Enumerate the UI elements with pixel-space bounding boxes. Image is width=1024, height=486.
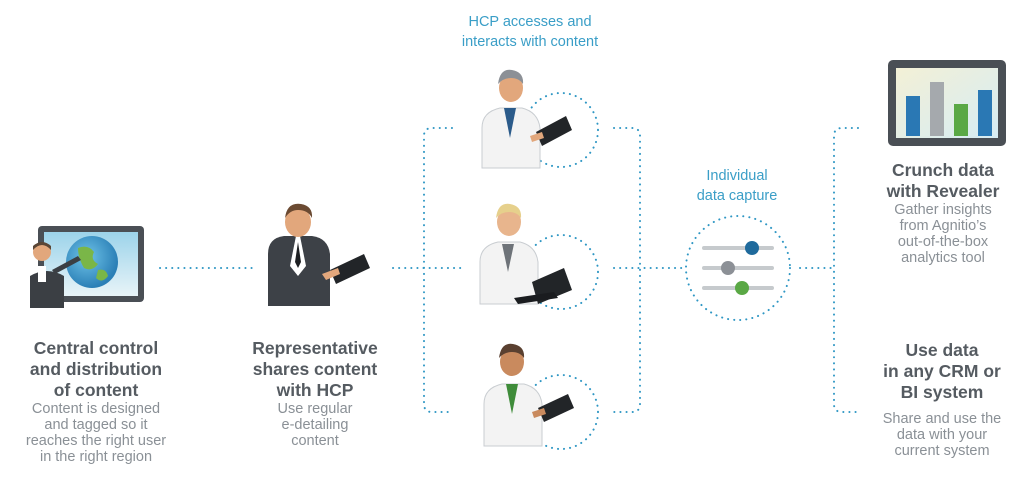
crm-body-line-1: Share and use the bbox=[882, 411, 1002, 427]
hcp-caption: HCP accesses and interacts with content bbox=[420, 12, 640, 52]
crm-body-line-2: data with your bbox=[896, 427, 988, 443]
hcp-doctor-icon-2 bbox=[479, 203, 572, 305]
representative-title: Representative shares content with HCP bbox=[230, 338, 400, 401]
central-body-line-2: and tagged so it bbox=[44, 417, 148, 433]
capture-circle bbox=[685, 215, 791, 321]
central-body-line-4: in the right region bbox=[39, 449, 153, 465]
revealer-title: Crunch data with Revealer bbox=[868, 160, 1018, 202]
central-title-line-1: Central control bbox=[33, 338, 159, 358]
crm-title: Use data in any CRM or BI system bbox=[862, 340, 1022, 403]
central-title: Central control and distribution of cont… bbox=[6, 338, 186, 401]
representative-body: Use regular e-detailing content bbox=[230, 401, 400, 449]
representative-body-line-1: Use regular bbox=[277, 401, 353, 417]
crm-title-line-3: BI system bbox=[900, 382, 984, 402]
hcp-doctor-icon-1 bbox=[481, 69, 572, 169]
capture-caption-line-1: Individual bbox=[706, 168, 768, 184]
slider-controls-icon bbox=[702, 241, 774, 295]
bracket-right bbox=[613, 127, 641, 413]
crm-body: Share and use the data with your current… bbox=[862, 411, 1022, 459]
bracket-output bbox=[833, 127, 859, 413]
revealer-body-line-3: out-of-the-box bbox=[897, 234, 989, 250]
capture-caption: Individual data capture bbox=[672, 166, 802, 206]
central-body-line-1: Content is designed bbox=[31, 401, 161, 417]
crm-title-line-1: Use data bbox=[905, 340, 979, 360]
crm-title-line-2: in any CRM or bbox=[883, 361, 1001, 381]
representative-title-line-1: Representative bbox=[252, 338, 378, 358]
revealer-title-line-2: with Revealer bbox=[886, 181, 1000, 201]
presenter-globe-icon bbox=[30, 226, 144, 308]
hcp-caption-line-2: interacts with content bbox=[461, 34, 599, 50]
bracket-left bbox=[423, 127, 453, 413]
central-title-line-2: and distribution bbox=[29, 359, 163, 379]
section-central-control: Central control and distribution of cont… bbox=[6, 338, 186, 465]
revealer-body-line-1: Gather insights bbox=[894, 202, 992, 218]
hcp-doctor-icon-3 bbox=[483, 343, 574, 447]
revealer-body: Gather insights from Agnitio’s out-of-th… bbox=[868, 202, 1018, 266]
revealer-body-line-4: analytics tool bbox=[901, 250, 985, 266]
central-body: Content is designed and tagged so it rea… bbox=[6, 401, 186, 465]
slider-knob-green bbox=[735, 281, 749, 295]
section-crm: Use data in any CRM or BI system Share a… bbox=[862, 340, 1022, 459]
section-representative: Representative shares content with HCP U… bbox=[230, 338, 400, 449]
revealer-body-line-2: from Agnitio’s bbox=[899, 218, 987, 234]
hcp-caption-line-1: HCP accesses and bbox=[468, 14, 592, 30]
central-title-line-3: of content bbox=[53, 380, 139, 400]
central-body-line-3: reaches the right user bbox=[25, 433, 167, 449]
revealer-title-line-1: Crunch data bbox=[891, 160, 995, 180]
representative-icon bbox=[268, 203, 370, 306]
slider-knob-grey bbox=[721, 261, 735, 275]
capture-caption-line-2: data capture bbox=[696, 188, 778, 204]
representative-title-line-2: shares content bbox=[252, 359, 378, 379]
representative-body-line-2: e-detailing bbox=[281, 417, 349, 433]
slider-knob-blue bbox=[745, 241, 759, 255]
revealer-chart-monitor-icon bbox=[888, 60, 1006, 146]
section-revealer: Crunch data with Revealer Gather insight… bbox=[868, 160, 1018, 266]
representative-title-line-3: with HCP bbox=[276, 380, 354, 400]
representative-body-line-3: content bbox=[291, 433, 339, 449]
crm-body-line-3: current system bbox=[894, 443, 990, 459]
